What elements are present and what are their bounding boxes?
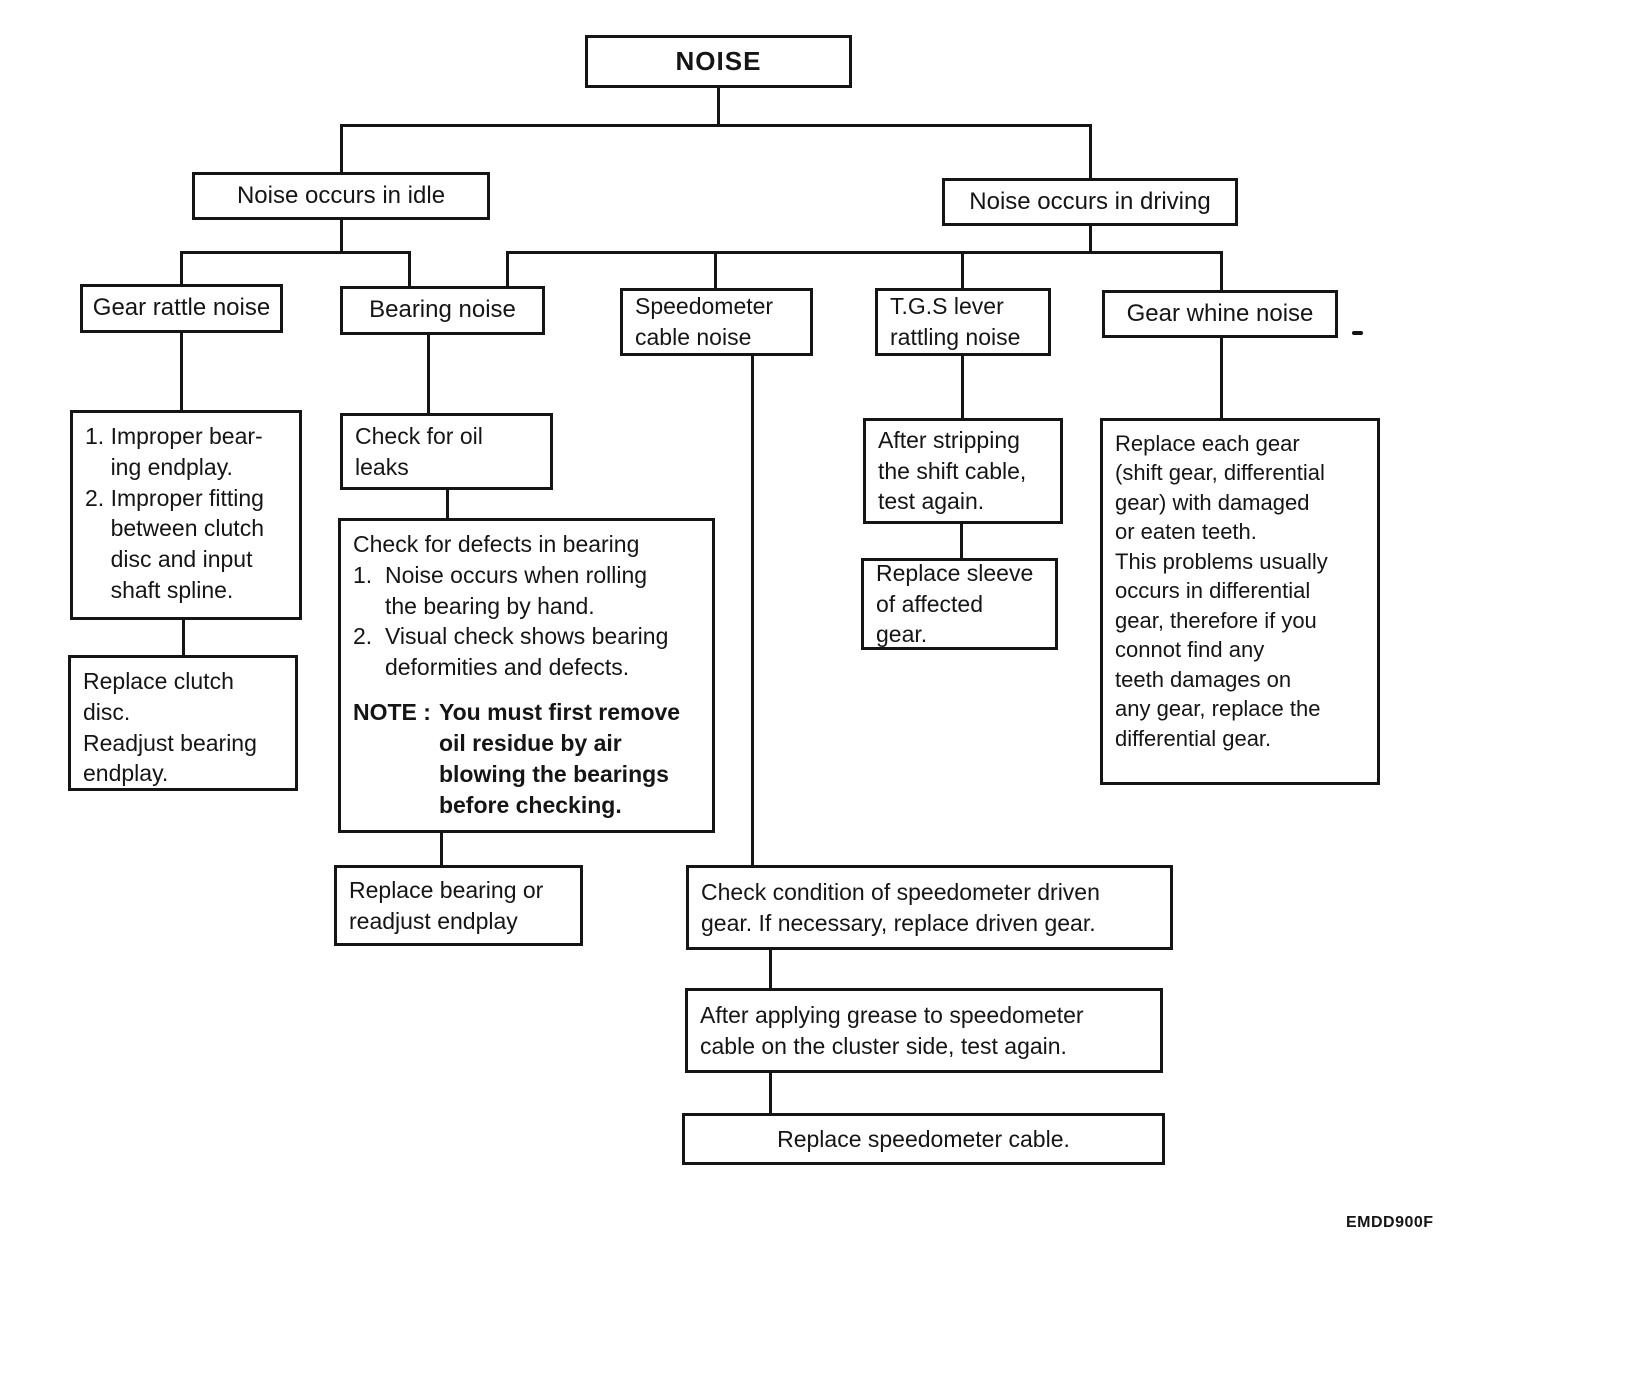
- connector-line: [960, 522, 963, 560]
- speedometer-step2-box: After applying grease to speedometer cab…: [685, 988, 1163, 1073]
- connector-line: [714, 251, 717, 290]
- connector-line: [180, 251, 183, 286]
- connector-line: [340, 124, 343, 174]
- gear-whine-action-box: Replace each gear (shift gear, different…: [1100, 418, 1380, 785]
- bearing-action-text: Replace bearing or readjust endplay: [349, 876, 544, 934]
- bearing-header-label: Bearing noise: [369, 296, 516, 324]
- connector-line: [1220, 251, 1223, 292]
- speedometer-step1-box: Check condition of speedometer driven ge…: [686, 865, 1173, 950]
- noise-root-label: NOISE: [675, 46, 762, 77]
- gear-rattle-header-box: Gear rattle noise: [80, 284, 283, 333]
- connector-line: [506, 251, 1223, 254]
- bearing-header-box: Bearing noise: [340, 286, 545, 335]
- gear-rattle-causes-text: 1. Improper bear- ing endplay. 2. Improp…: [85, 423, 264, 604]
- gear-whine-header-box: Gear whine noise: [1102, 290, 1338, 338]
- connector-line: [751, 354, 754, 867]
- bearing-action-box: Replace bearing or readjust endplay: [334, 865, 583, 946]
- connector-line: [440, 831, 443, 867]
- speedometer-step3-text: Replace speedometer cable.: [777, 1125, 1070, 1152]
- connector-line: [1220, 336, 1223, 420]
- gear-rattle-header-label: Gear rattle noise: [92, 294, 271, 322]
- gear-rattle-action-box: Replace clutch disc. Readjust bearing en…: [68, 655, 298, 791]
- bearing-note: NOTE : You must first remove oil residue…: [353, 697, 700, 820]
- connector-line: [769, 1071, 772, 1115]
- connector-line: [717, 87, 720, 127]
- connector-line: [961, 354, 964, 420]
- tgs-step1-box: After stripping the shift cable, test ag…: [863, 418, 1063, 524]
- driving-branch-label: Noise occurs in driving: [969, 187, 1211, 215]
- connector-line: [446, 488, 449, 520]
- speedometer-step3-box: Replace speedometer cable.: [682, 1113, 1165, 1165]
- bearing-note-label: NOTE :: [353, 699, 431, 726]
- connector-line: [961, 251, 964, 290]
- idle-branch-label: Noise occurs in idle: [236, 181, 446, 209]
- stray-dash-mark: [1352, 331, 1363, 335]
- speedometer-header-label: Speedometer cable noise: [635, 293, 774, 350]
- bearing-defects-box: Check for defects in bearing 1. Noise oc…: [338, 518, 715, 833]
- connector-line: [340, 124, 1092, 127]
- bearing-check-oil-box: Check for oil leaks: [340, 413, 553, 490]
- noise-root-box: NOISE: [585, 35, 852, 88]
- speedometer-step1-text: Check condition of speedometer driven ge…: [701, 878, 1100, 936]
- connector-line: [1089, 224, 1092, 254]
- connector-line: [182, 618, 185, 657]
- connector-line: [506, 251, 509, 288]
- speedometer-step2-text: After applying grease to speedometer cab…: [700, 1001, 1084, 1059]
- connector-line: [180, 331, 183, 412]
- connector-line: [180, 251, 411, 254]
- gear-whine-action-text: Replace each gear (shift gear, different…: [1115, 431, 1328, 751]
- bearing-note-body: You must first remove oil residue by air…: [438, 699, 681, 818]
- tgs-header-box: T.G.S lever rattling noise: [875, 288, 1051, 356]
- tgs-header-label: T.G.S lever rattling noise: [890, 293, 1021, 350]
- figure-code-label: EMDD900F: [1346, 1214, 1434, 1231]
- connector-line: [769, 948, 772, 990]
- connector-line: [408, 251, 411, 288]
- tgs-step1-text: After stripping the shift cable, test ag…: [878, 426, 1027, 515]
- driving-branch-box: Noise occurs in driving: [942, 178, 1238, 226]
- gear-whine-header-label: Gear whine noise: [1126, 299, 1314, 327]
- idle-branch-box: Noise occurs in idle: [192, 172, 490, 220]
- speedometer-header-box: Speedometer cable noise: [620, 288, 813, 356]
- connector-line: [1089, 124, 1092, 180]
- gear-rattle-causes-box: 1. Improper bear- ing endplay. 2. Improp…: [70, 410, 302, 620]
- gear-rattle-action-text: Replace clutch disc. Readjust bearing en…: [83, 668, 257, 787]
- tgs-step2-text: Replace sleeve of affected gear.: [876, 559, 1034, 648]
- connector-line: [427, 333, 430, 415]
- connector-line: [340, 218, 343, 254]
- bearing-check-oil-text: Check for oil leaks: [355, 422, 483, 480]
- bearing-defects-text: Check for defects in bearing 1. Noise oc…: [353, 531, 669, 681]
- tgs-step2-box: Replace sleeve of affected gear.: [861, 558, 1058, 650]
